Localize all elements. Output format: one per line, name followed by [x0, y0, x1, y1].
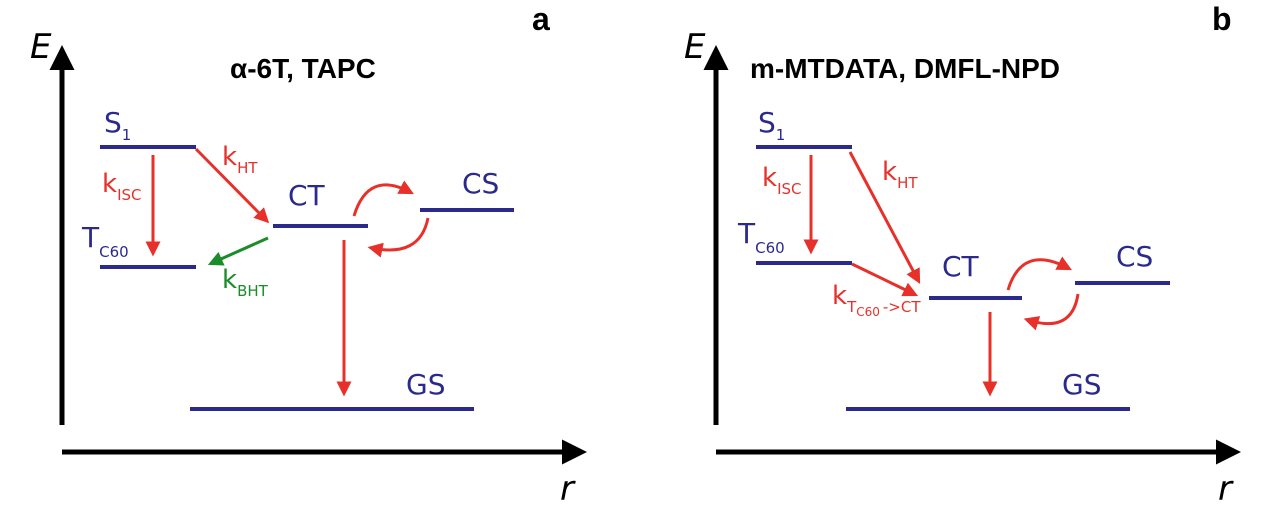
- k-isc-label: kISC: [762, 163, 801, 198]
- k-bht-label: kBHT: [222, 265, 269, 300]
- cs-to-ct-arrow: [1023, 293, 1080, 331]
- energy-axis-label: E: [30, 27, 52, 67]
- ct-to-cs-arrow: [1006, 256, 1072, 291]
- cs-to-ct-arrow: [367, 217, 430, 258]
- s1-label: S1: [758, 106, 785, 144]
- distance-axis-label: r: [1218, 469, 1234, 509]
- ht-arrow: [194, 147, 270, 224]
- energy-axis-label: E: [684, 27, 706, 67]
- cs-label: CS: [1116, 240, 1153, 273]
- triplet-label: TC60: [737, 217, 785, 257]
- distance-axis-label: r: [560, 469, 576, 509]
- bht-arrow: [207, 236, 269, 266]
- panel-title: α-6T, TAPC: [230, 53, 376, 84]
- gs-label: GS: [406, 368, 445, 401]
- k-ht-label: kHT: [882, 157, 918, 192]
- cs-label: CS: [462, 167, 499, 200]
- panel-letter: a: [532, 1, 550, 37]
- ht-arrow: [848, 151, 921, 284]
- ct-label: CT: [942, 250, 980, 283]
- k-ht-label: kHT: [222, 142, 258, 177]
- ct-label: CT: [288, 179, 326, 212]
- panel-letter: b: [1212, 1, 1232, 37]
- k-isc-label: kISC: [102, 169, 141, 204]
- panel-title: m-MTDATA, DMFL-NPD: [750, 53, 1060, 84]
- triplet-label: TC60: [81, 221, 129, 261]
- panel-a: E r α-6T, TAPC a S1 TC60 CT CS GS kISC k…: [30, 1, 587, 509]
- k-triplet-to-ct-label: kTC60->CT: [832, 281, 921, 319]
- ct-to-cs-arrow: [352, 180, 414, 217]
- s1-label: S1: [104, 106, 131, 144]
- triplet-to-ct-arrow: [851, 262, 919, 297]
- gs-label: GS: [1062, 368, 1101, 401]
- panel-b: E r m-MTDATA, DMFL-NPD b S1 TC60 CT CS G…: [684, 1, 1241, 509]
